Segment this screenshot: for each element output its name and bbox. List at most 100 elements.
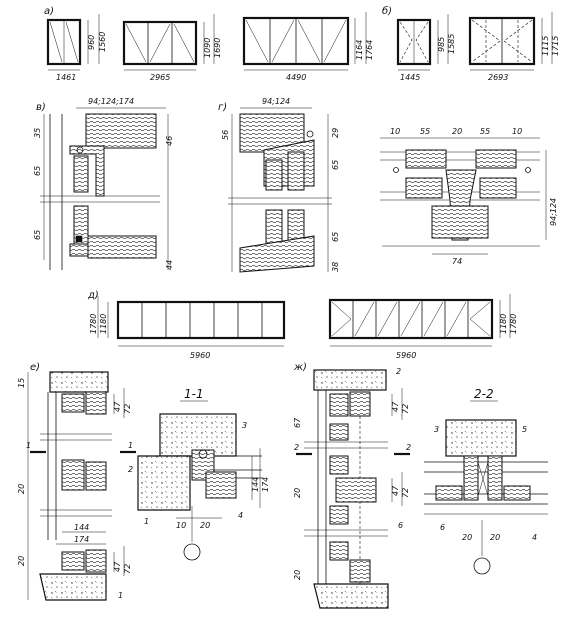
window-b2 [468, 12, 553, 71]
dim-m-55b: 55 [480, 127, 490, 136]
dim-e-72b: 72 [123, 564, 132, 574]
dim-d2-width: 5960 [396, 351, 416, 360]
dim-e-20a: 20 [17, 484, 26, 494]
dim-zh-20b: 20 [293, 570, 302, 580]
window-a1 [46, 14, 100, 71]
panel-label-zh: ж) [293, 362, 307, 373]
dim-zh-72: 72 [401, 404, 410, 414]
dim-m-20: 20 [452, 127, 462, 136]
window-b1 [396, 14, 449, 71]
dim-zh-47: 47 [391, 401, 400, 412]
dim-g-65a: 65 [331, 160, 340, 170]
dim-zh-67: 67 [293, 417, 302, 428]
dim-a2-h2: 1690 [213, 38, 222, 58]
dim-a1-h2: 1560 [98, 32, 107, 52]
callout-zh-6: 6 [398, 521, 403, 530]
dim-11-174: 174 [261, 477, 270, 492]
dim-d2-h2: 1780 [509, 314, 518, 334]
dim-zh-47b: 47 [391, 485, 400, 496]
dim-m-side: 94;124 [549, 198, 558, 226]
dim-e-72: 72 [123, 404, 132, 414]
callout-zh-2: 2 [396, 367, 401, 376]
dim-b2-width: 2693 [488, 73, 508, 82]
window-section-v [40, 113, 169, 270]
dim-d1-h1: 1180 [99, 314, 108, 334]
window-d1 [97, 296, 286, 347]
dim-22-20b: 20 [490, 533, 500, 542]
dim-g-65b: 65 [331, 232, 340, 242]
dim-e-15: 15 [17, 378, 26, 388]
panel-label-v: в) [36, 102, 46, 113]
dim-a3-h2: 1764 [365, 40, 374, 60]
dim-a1-width: 1461 [56, 73, 76, 82]
dim-d1-width: 5960 [190, 351, 210, 360]
dim-11-144: 144 [251, 477, 260, 492]
callout-11-1: 1 [144, 517, 149, 526]
dim-a2-width: 2965 [150, 73, 170, 82]
dim-e-47: 47 [113, 401, 122, 412]
dim-zh-72b: 72 [401, 488, 410, 498]
dim-b1-h1: 985 [437, 37, 446, 52]
mullion-detail [380, 137, 547, 255]
dim-a2-h1: 1090 [203, 38, 212, 58]
dim-b1-h2: 1585 [447, 34, 456, 54]
section-mark-zh-left: 2 [294, 443, 299, 452]
dim-v-44: 44 [165, 260, 174, 270]
window-section-g [228, 113, 332, 273]
callout-11-4: 4 [238, 511, 243, 520]
dim-m-55a: 55 [420, 127, 430, 136]
panel-label-d: д) [87, 290, 99, 301]
dim-a1-h1: 960 [87, 35, 96, 50]
window-d2 [328, 294, 511, 347]
dim-a3-h1: 1164 [355, 40, 364, 60]
dim-g-top: 94;124 [262, 97, 290, 106]
window-section-zh [296, 369, 410, 609]
panel-label-a: а) [44, 6, 54, 17]
callout-22-5: 5 [522, 425, 527, 434]
dim-zh-20a: 20 [293, 488, 302, 498]
dim-m-10b: 10 [512, 127, 522, 136]
dim-22-20a: 20 [462, 533, 472, 542]
dim-b2-h1: 1115 [541, 36, 550, 56]
dim-g-38: 38 [331, 262, 340, 272]
section-mark-zh-right: 2 [406, 443, 411, 452]
dim-e-174: 174 [74, 535, 89, 544]
dim-v-top: 94;124;174 [88, 97, 134, 106]
dim-e-20b: 20 [17, 556, 26, 566]
dim-a3-width: 4490 [286, 73, 306, 82]
panel-label-b: б) [382, 5, 392, 17]
callout-11-2: 2 [128, 465, 133, 474]
dim-d2-h1: 1180 [499, 314, 508, 334]
dim-v-46: 46 [165, 136, 174, 146]
dim-g-56: 56 [221, 130, 230, 140]
dim-b2-h2: 1715 [551, 36, 560, 56]
dim-11-10: 10 [176, 521, 186, 530]
callout-22-4: 4 [532, 533, 537, 542]
dim-m-74: 74 [452, 257, 462, 266]
section-22-drawing [424, 419, 548, 575]
dim-b1-width: 1445 [400, 73, 420, 82]
dim-e-47b: 47 [113, 561, 122, 572]
dim-e-144: 144 [74, 523, 89, 532]
dim-m-10a: 10 [390, 127, 400, 136]
window-section-e [27, 371, 136, 601]
section-mark-e-right: 1 [128, 441, 133, 450]
section-mark-e-left: 1 [26, 441, 31, 450]
dim-g-29: 29 [331, 128, 340, 138]
callout-e-1: 1 [118, 591, 123, 600]
callout-22-6: 6 [440, 523, 445, 532]
callout-11-3: 3 [242, 421, 247, 430]
callout-22-3: 3 [434, 425, 439, 434]
dim-v-35: 35 [33, 128, 42, 138]
section-22-title: 2-2 [474, 387, 494, 401]
section-11-drawing [137, 413, 262, 561]
dim-d1-h2: 1780 [89, 314, 98, 334]
panel-label-g: г) [218, 102, 227, 113]
window-a2 [122, 14, 215, 71]
panel-label-e: е) [30, 362, 40, 373]
section-11-title: 1-1 [184, 387, 204, 401]
dim-11-20: 20 [200, 521, 210, 530]
window-a3 [242, 12, 367, 71]
